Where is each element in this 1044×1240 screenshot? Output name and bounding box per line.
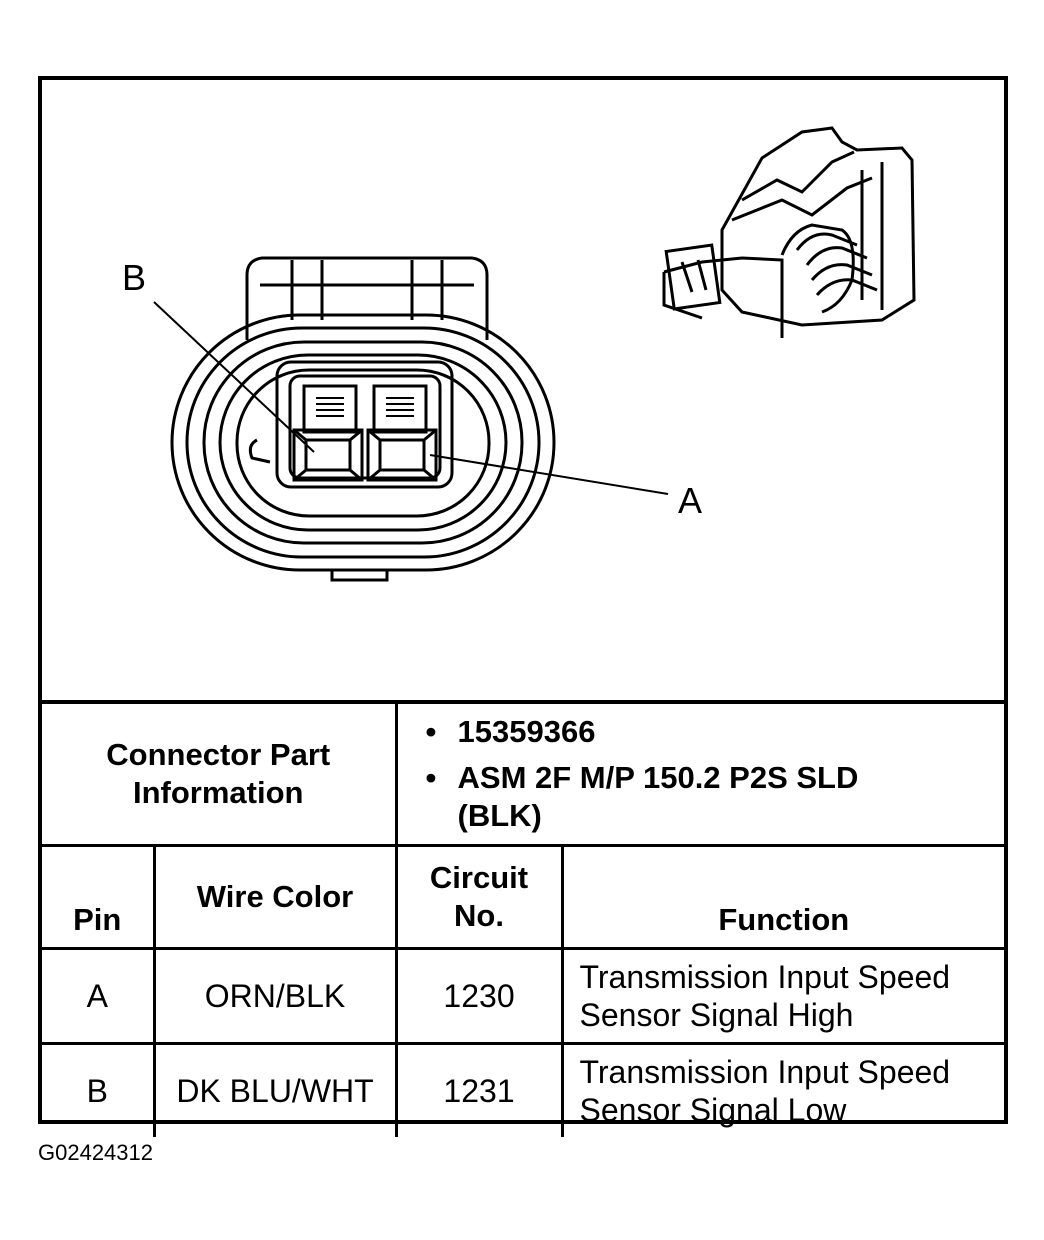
connector-part-info-label-cell: Connector Part Information — [42, 700, 398, 847]
pin-header: Pin — [73, 902, 122, 937]
function-header-cell: Function — [560, 844, 1005, 950]
function-cell: Transmission Input Speed Sensor Signal L… — [579, 1054, 951, 1128]
part-number-item: 15359366 — [426, 713, 1005, 751]
part-description-item: ASM 2F M/P 150.2 P2S SLD (BLK) — [426, 759, 1005, 835]
circuit-no-cell: 1230 — [443, 978, 515, 1014]
callout-b-label: B — [122, 257, 147, 298]
table-row: B DK BLU/WHT 1231 Transmission Input Spe… — [42, 1042, 1005, 1137]
circuit-no-header-cell: Circuit No. — [394, 844, 564, 950]
table-row: A ORN/BLK 1230 Transmission Input Speed … — [42, 947, 1005, 1045]
connector-part-info-list-cell: 15359366 ASM 2F M/P 150.2 P2S SLD (BLK) — [394, 700, 1005, 847]
wire-color-header-cell: Wire Color — [152, 844, 398, 950]
connector-part-info-list: 15359366 ASM 2F M/P 150.2 P2S SLD (BLK) — [398, 713, 1005, 835]
connector-part-info-row: Connector Part Information 15359366 ASM … — [42, 700, 1005, 847]
connector-figure-frame: B A Connector Part Information 15359366 … — [38, 76, 1008, 1137]
connector-diagram: B A — [42, 80, 1004, 700]
function-cell: Transmission Input Speed Sensor Signal H… — [579, 959, 951, 1033]
wire-color-header: Wire Color — [196, 879, 354, 914]
pin-header-cell: Pin — [42, 844, 156, 950]
connector-part-info-label: Connector Part Information — [106, 737, 331, 810]
table-header-row: Pin Wire Color Circuit No. Function — [42, 844, 1005, 950]
pin-cell: A — [86, 978, 108, 1014]
callout-a-label: A — [678, 480, 703, 521]
wire-color-cell: ORN/BLK — [204, 978, 346, 1014]
circuit-no-header: Circuit No. — [429, 860, 529, 933]
figure-id: G02424312 — [38, 1140, 153, 1165]
function-header: Function — [718, 902, 850, 937]
circuit-no-cell: 1231 — [443, 1073, 515, 1109]
connector-face-drawing — [153, 126, 916, 582]
pin-cell: B — [86, 1073, 108, 1109]
wire-color-cell: DK BLU/WHT — [176, 1073, 374, 1109]
connector-pinout-table: Connector Part Information 15359366 ASM … — [42, 700, 1005, 1137]
